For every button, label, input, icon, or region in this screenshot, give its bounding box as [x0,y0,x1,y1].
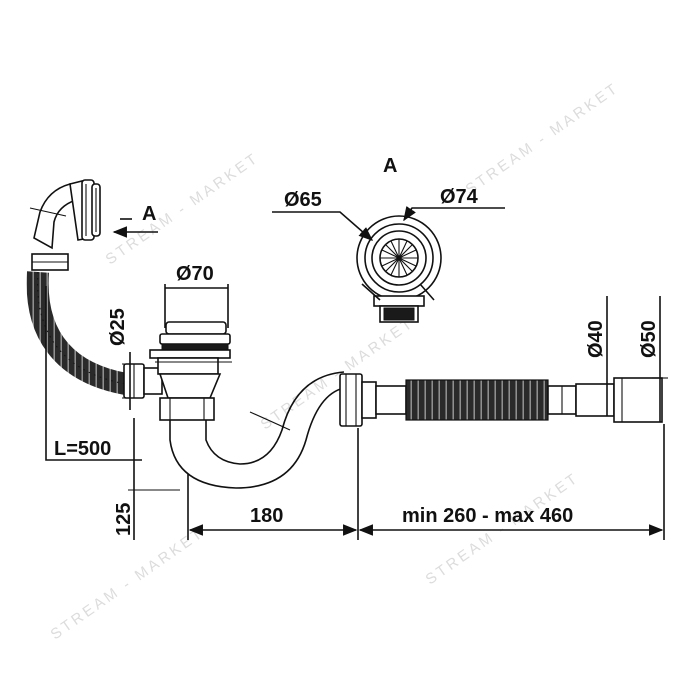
dim-d40: Ø40 [585,296,614,416]
dim-hose-length-label: L=500 [54,438,111,460]
dim-d40-label: Ø40 [585,320,607,358]
dim-d65-label: Ø65 [284,189,322,211]
view-arrow: A [112,203,158,238]
corrugated-hose-left [26,271,129,395]
overflow-elbow [29,179,101,271]
dim-width-label: 180 [250,505,283,527]
dim-d25: Ø25 [107,308,140,410]
trap-inner [205,371,345,465]
arrow-label: A [142,203,156,225]
dim-d70: Ø70 [164,263,229,328]
view-label: A [383,155,397,177]
dim-height: 125 [113,418,180,540]
dim-d74: Ø74 [403,186,505,222]
dim-d50: Ø50 [638,296,668,422]
dim-hose-length: L=500 [45,286,142,461]
corrugated-hose-right [405,379,549,421]
trap-outer [169,387,345,489]
dim-width: 180 [187,428,359,540]
dim-d25-label: Ø25 [107,308,129,346]
dim-d74-label: Ø74 [440,186,479,208]
dim-range: min 260 - max 460 [358,424,665,540]
watermark-text: STREAM - MARKET [463,79,623,198]
watermark-text: STREAM - MARKET [423,469,583,588]
watermark-text: STREAM - MARKET [103,149,263,268]
outlet-adapter [547,377,663,423]
dim-height-label: 125 [113,503,135,536]
view-a-detail: A [356,155,442,323]
watermark-text: STREAM - MARKET [258,314,418,433]
outlet-nut [339,373,407,427]
dim-range-label: min 260 - max 460 [402,505,573,527]
dim-d50-label: Ø50 [638,320,660,358]
watermark-group: STREAM - MARKET STREAM - MARKET STREAM -… [48,79,623,643]
watermark-text: STREAM - MARKET [48,524,208,643]
dim-d65: Ø65 [272,189,374,241]
drain-head [149,321,232,421]
dim-d70-label: Ø70 [176,263,214,285]
